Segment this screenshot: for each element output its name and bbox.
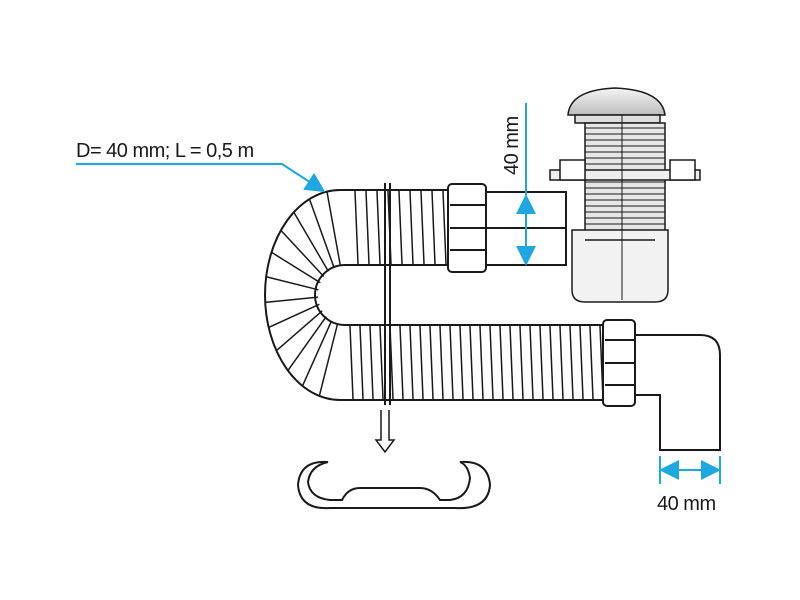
hose-rib xyxy=(509,325,514,400)
arrow-down-icon xyxy=(374,410,396,454)
hose-rib xyxy=(419,325,424,400)
hose-rib xyxy=(379,325,384,400)
outlet-elbow xyxy=(602,319,721,451)
flexible-hose xyxy=(264,189,606,401)
hose-rib xyxy=(589,325,594,400)
hose-rib xyxy=(499,325,504,400)
inlet-dimension-label: 40 mm xyxy=(501,116,523,175)
hose-ribs xyxy=(265,190,604,400)
hose-rib xyxy=(365,190,370,265)
hose-rib xyxy=(265,296,319,304)
hose-rib xyxy=(399,325,404,400)
hose-rib xyxy=(409,325,414,400)
hose-spec-label: D= 40 mm; L = 0,5 m xyxy=(76,140,254,162)
hose-rib xyxy=(459,325,464,400)
hose-rib xyxy=(559,325,564,400)
hose-rib xyxy=(271,251,321,284)
hose-rib xyxy=(539,325,544,400)
hose-rib xyxy=(265,276,319,291)
upper-connector xyxy=(447,183,567,273)
hose-rib xyxy=(359,325,364,400)
outlet-dimension-label: 40 mm xyxy=(657,493,716,515)
annotations: D= 40 mm; L = 0,5 m 40 mm 40 mm xyxy=(76,103,721,515)
hose-rib xyxy=(569,325,574,400)
hose-rib xyxy=(369,325,374,400)
hose-rib xyxy=(549,325,554,400)
clip-shape xyxy=(296,460,492,510)
hose-rib xyxy=(349,325,354,400)
hose-rib xyxy=(318,323,339,397)
hose-rib xyxy=(376,190,381,265)
hose-rib xyxy=(529,325,534,400)
drain-valve xyxy=(549,87,701,303)
hose-rib xyxy=(275,310,323,352)
hose-rib xyxy=(293,211,330,272)
hose-rib xyxy=(409,190,414,265)
hose-rib xyxy=(326,191,342,266)
drain-cap xyxy=(567,87,666,116)
hose-rib xyxy=(442,190,447,265)
hose-rib xyxy=(308,198,335,268)
hose-spec-leader xyxy=(76,163,326,193)
hose-bend xyxy=(264,189,606,401)
hose-rib xyxy=(469,325,474,400)
hose-rib xyxy=(489,325,494,400)
hose-rib xyxy=(479,325,484,400)
hose-rib xyxy=(420,190,425,265)
hose-clip xyxy=(296,183,492,510)
hose-rib xyxy=(449,325,454,400)
hose-rib xyxy=(280,229,325,278)
hose-rib xyxy=(519,325,524,400)
hose-rib xyxy=(287,316,327,371)
hose-rib xyxy=(579,325,584,400)
hose-rib xyxy=(429,325,434,400)
hose-rib xyxy=(439,325,444,400)
hose-rib xyxy=(431,190,436,265)
hose-rib xyxy=(398,190,403,265)
hose-rib xyxy=(354,190,359,265)
hose-rib xyxy=(268,303,320,329)
hose-rib xyxy=(301,320,333,387)
